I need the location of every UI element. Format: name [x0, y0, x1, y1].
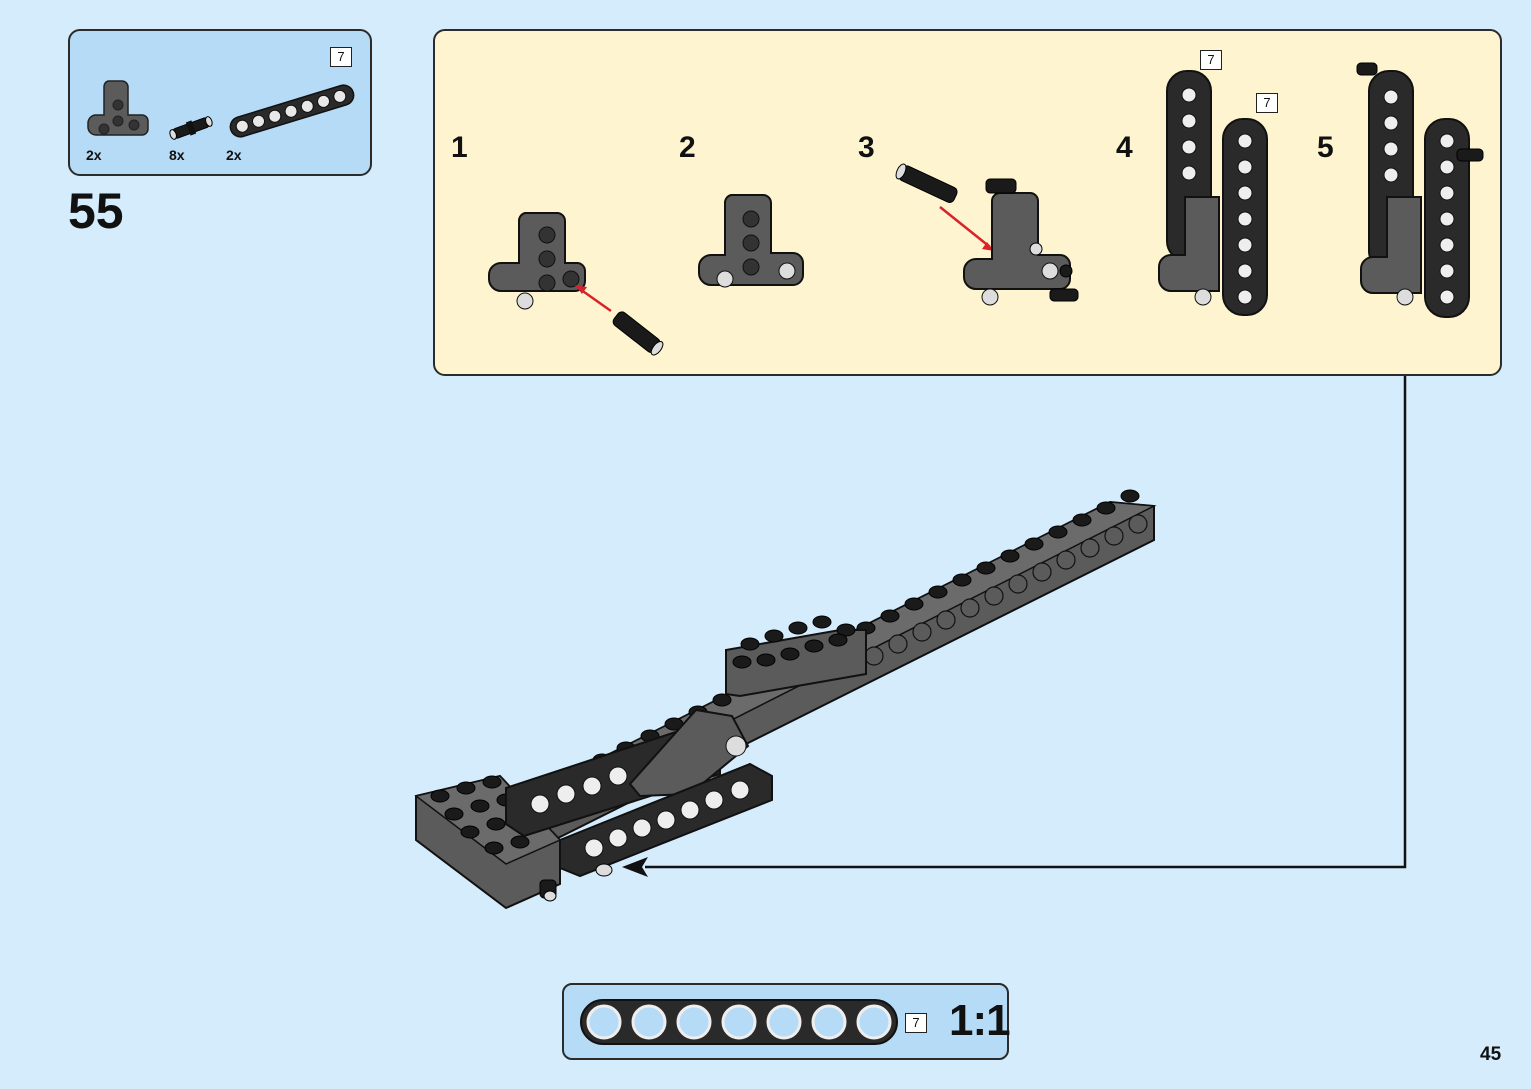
part-length-badge: 7: [330, 47, 352, 67]
sub-step-5-number: 5: [1317, 131, 1334, 164]
sub-step-5-illustration: [1356, 62, 1484, 318]
sub-step-2-number: 2: [679, 131, 696, 164]
connector-pin-icon: [169, 116, 213, 140]
sub-step-3-number: 3: [858, 131, 875, 164]
part-qty-3: 2x: [226, 147, 242, 163]
t-beam-icon: [87, 80, 149, 136]
page-number: 45: [1480, 1044, 1502, 1065]
sub-assembly-panel: 1 2 3 4 5: [433, 29, 1502, 376]
beam-7-scale-icon: [580, 999, 898, 1045]
parts-list-box: 2x 8x 2x 7: [68, 29, 372, 176]
sub-step-4-number: 4: [1116, 131, 1133, 164]
part-qty-1: 2x: [86, 147, 102, 163]
sub-step-1-illustration: [488, 212, 664, 356]
sub-step-4-illustration: [1158, 70, 1268, 316]
scale-ratio: 1:1: [949, 996, 1011, 1045]
sub-step-4-length-badge-2: 7: [1256, 93, 1278, 113]
scale-reference-box: 7 1:1: [562, 983, 1011, 1060]
scale-length-badge: 7: [905, 1013, 927, 1033]
sub-step-1-number: 1: [451, 131, 468, 164]
beam-7-icon: [229, 84, 355, 138]
step-number: 55: [68, 183, 124, 239]
main-assembly-illustration: [414, 489, 1157, 910]
sub-step-3-illustration: [895, 163, 1079, 306]
sub-step-4-length-badge-1: 7: [1200, 50, 1222, 70]
part-qty-2: 8x: [169, 147, 185, 163]
sub-step-2-illustration: [698, 194, 804, 288]
